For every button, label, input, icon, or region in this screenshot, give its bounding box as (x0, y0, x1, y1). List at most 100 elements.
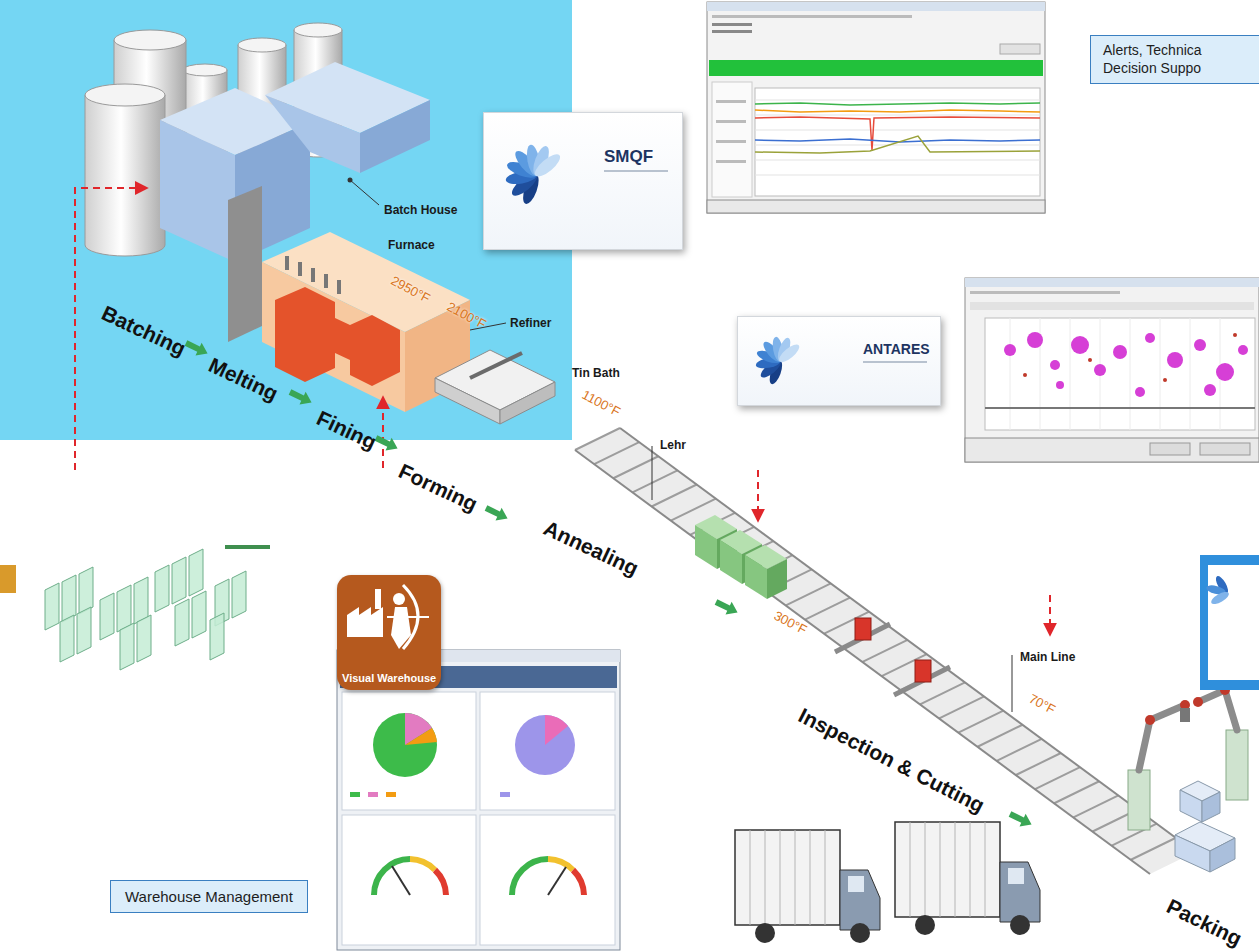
screenshot-defect-window-part (1023, 333, 1237, 382)
process-step: Melting (205, 353, 282, 406)
screenshot-kpi-window-part (480, 815, 615, 945)
logo-subline (863, 361, 927, 363)
glass-stock-part (117, 585, 131, 632)
batch-house-part (265, 95, 360, 173)
part-label-text: Tin Bath (572, 366, 620, 380)
part-label-text: Furnace (388, 238, 435, 252)
temperature-label-text: 1100°F (579, 387, 622, 420)
silos-part (114, 30, 186, 50)
glass-stock-part (225, 545, 270, 549)
process-step-text: Forming (395, 459, 481, 515)
screenshot-defect-window-part (965, 278, 1259, 287)
screenshot-kpi-window-part (545, 715, 568, 745)
screenshot-kpi-window-part (410, 859, 435, 870)
trucks-part (750, 830, 825, 925)
screenshot-defect-window-part (970, 291, 1120, 294)
lehr-conveyor (575, 428, 1195, 874)
screenshot-trend-window-part (716, 140, 746, 143)
screenshot-kpi-window-part (548, 867, 566, 895)
process-arrows-part (713, 596, 741, 619)
logo-petal (532, 151, 564, 180)
screenshot-trend-window-part (755, 136, 1040, 153)
glass-stock-part (0, 565, 16, 593)
screenshot-trend-window-part (755, 100, 1040, 175)
flow-arrow (757, 470, 759, 520)
process-arrows-part (1007, 808, 1035, 831)
screenshot-defect-window-part-part (1113, 345, 1127, 359)
screenshot-defect-window-part-part (1238, 345, 1248, 355)
temperature-label: 70°F (1026, 691, 1057, 717)
screenshot-trend-window-part (755, 139, 1040, 142)
lehr-sections-part (767, 559, 787, 599)
process-arrows-part (483, 502, 511, 525)
screenshot-kpi-window-part (337, 650, 620, 950)
screenshot-defect-window-part (1150, 443, 1190, 455)
furnace-part (324, 274, 328, 288)
product-card: ANTARES (737, 316, 941, 406)
screenshot-defect-window-part-part (1071, 336, 1089, 354)
screenshot-defect-window-part (985, 318, 1255, 430)
screenshot-trend-window-part (755, 110, 1040, 112)
screenshot-defect-window-part-part (1204, 384, 1216, 396)
screenshot-trend-window-part (707, 2, 1045, 11)
packing-robots (1128, 685, 1248, 872)
screenshot-defect-window-part-part (1094, 364, 1106, 376)
flow-arrow (1049, 595, 1051, 634)
screenshot-defect-window-part-part (1167, 352, 1183, 368)
glass-stock-part (45, 583, 59, 630)
screenshot-defect-window-part-part (1023, 373, 1027, 377)
process-step: Packing (1163, 894, 1246, 951)
product-card: SMQF (483, 112, 683, 250)
archer-head-glyph (393, 593, 405, 605)
trucks-part (840, 870, 880, 930)
screenshot-trend-window-part (709, 60, 1043, 76)
lehr-conveyor-part (575, 428, 1176, 860)
screenshot-defect-window-part (965, 438, 1259, 462)
process-step: Inspection & Cutting (795, 703, 989, 818)
temperature-label-text: 70°F (1026, 691, 1057, 717)
screenshot-trend-window-part (707, 2, 1045, 213)
screenshot-defect-window-part-part (1056, 381, 1064, 389)
packing-robots-part (1139, 705, 1185, 770)
screenshot-defect-window-part (1010, 318, 1220, 430)
screenshot-defect-window-part-part (1145, 333, 1155, 343)
partial-logo-card-part (1209, 590, 1230, 607)
screenshot-trend-window-part (712, 23, 752, 26)
batch-house-part (160, 120, 235, 262)
temperature-label: 1100°F (579, 387, 622, 420)
screenshot-kpi-window-part (500, 792, 510, 797)
process-step-text: Inspection & Cutting (795, 703, 988, 817)
packing-robots-part (1202, 792, 1220, 822)
screenshot-kpi-window-part (392, 866, 410, 895)
screenshot-kpi-window-part (386, 792, 396, 797)
screenshot-trend-window-part (712, 30, 752, 33)
packing-robots-part (1180, 790, 1202, 822)
furnace-part (311, 268, 315, 282)
screenshot-kpi-window-part (480, 692, 615, 810)
glass-stock-part (155, 565, 169, 612)
glass-stock-part (172, 557, 186, 604)
screenshot-defect-window (965, 278, 1259, 462)
packing-robots-part (1226, 730, 1248, 800)
logo-mark (484, 113, 598, 237)
furnace-part (275, 287, 400, 386)
packing-robots-part (1180, 708, 1190, 722)
silos-part (183, 64, 227, 76)
screenshot-defect-window-part-part (1088, 358, 1092, 362)
temperature-label-text: 2950°F (388, 273, 432, 306)
screenshot-defect-window-part (970, 302, 1254, 310)
packing-robots-part (1128, 770, 1150, 830)
tin-bath-part (435, 378, 500, 424)
process-step: Annealing (540, 516, 642, 581)
trucks-part (915, 915, 935, 935)
logo-petal (777, 342, 802, 365)
glass-stock (0, 545, 270, 670)
screenshot-trend-window-part (712, 82, 752, 197)
lehr-sections-part (745, 555, 767, 599)
screenshot-defect-window-part (1200, 443, 1250, 455)
temperature-label-text: 2100°F (444, 299, 488, 332)
process-arrows-part (287, 386, 315, 409)
process-step: Forming (395, 459, 481, 516)
app-icon: Visual Warehouse (337, 575, 441, 690)
